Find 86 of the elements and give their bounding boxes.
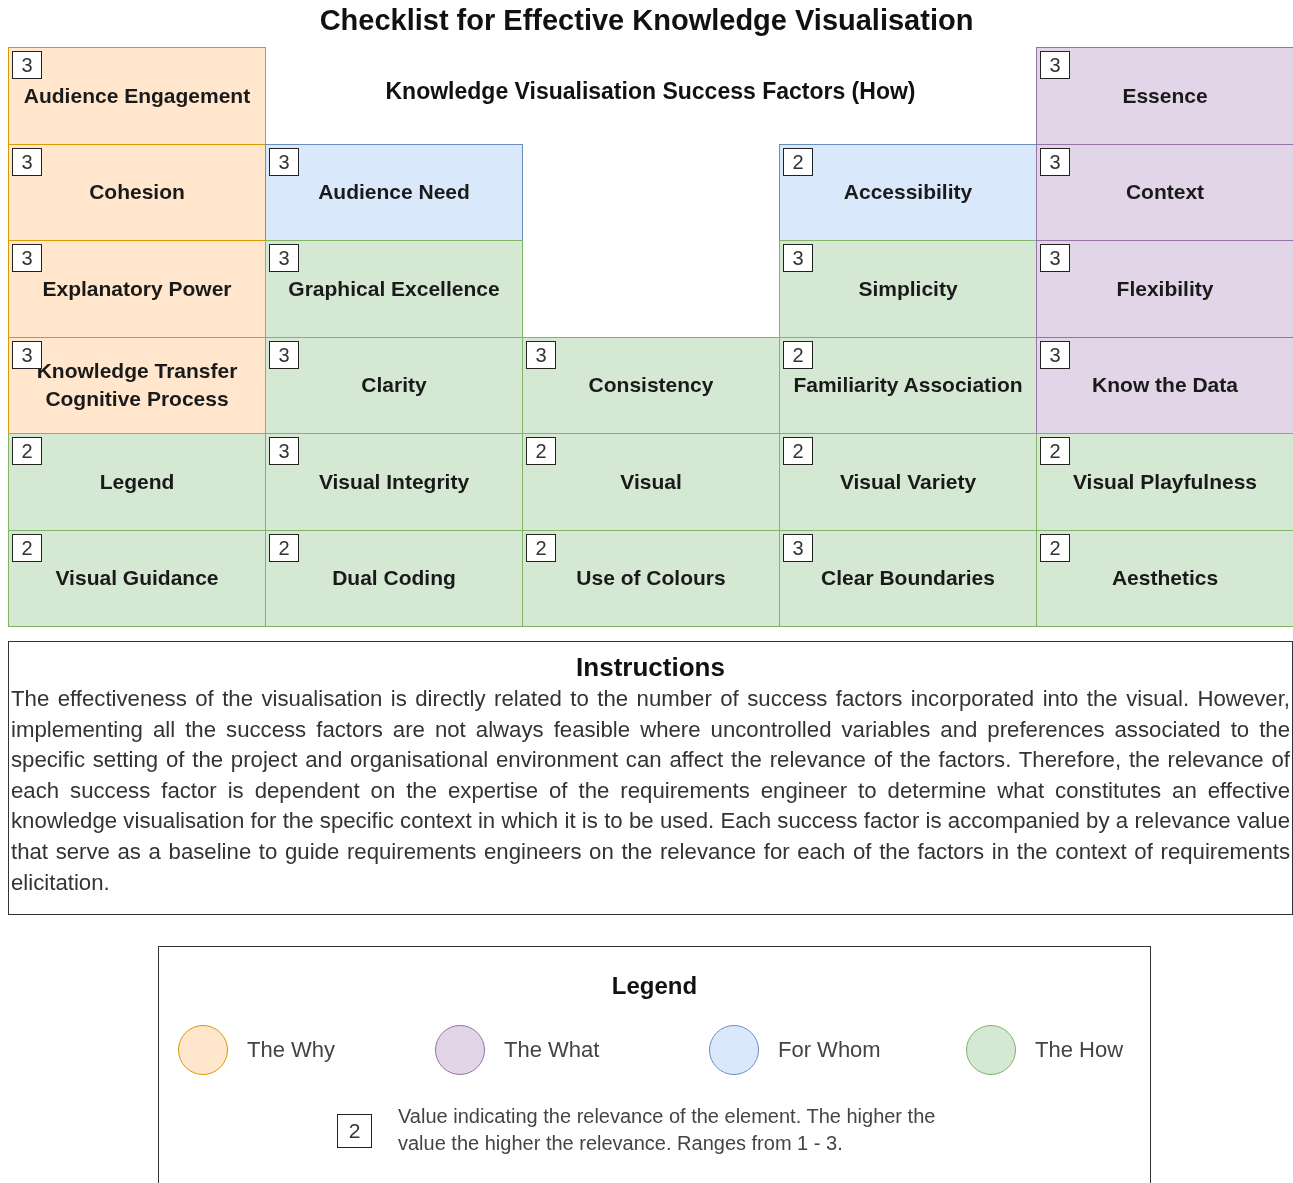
factor-cell (265, 529, 523, 627)
relevance-value: 3 (269, 147, 299, 176)
factor-name: Simplicity (857, 275, 959, 302)
factor-name: Familiarity Association (792, 372, 1024, 399)
legend-label: For Whom (778, 1037, 881, 1063)
factor-name: Essence (1121, 82, 1209, 109)
relevance-value: 2 (783, 147, 813, 176)
relevance-value: 3 (12, 51, 42, 79)
relevance-value: 3 (269, 244, 299, 272)
factor-cell (779, 143, 1037, 241)
factor-cell (265, 240, 523, 338)
factor-name: Legend (98, 468, 176, 495)
relevance-value: 3 (269, 340, 299, 369)
factor-cell (1036, 336, 1293, 434)
factor-cell (522, 433, 780, 531)
relevance-value: 2 (1040, 533, 1070, 562)
factor-cell (8, 433, 266, 531)
factor-name: Accessibility (842, 179, 974, 206)
relevance-value: 3 (12, 340, 42, 369)
instructions-panel (8, 641, 1293, 915)
legend-label: The How (1035, 1037, 1124, 1063)
factor-cell (1036, 433, 1293, 531)
factor-name: Know the Data (1091, 372, 1239, 399)
factor-name: Visual Playfulness (1071, 468, 1258, 495)
relevance-value: 2 (526, 437, 556, 465)
factor-cell (522, 529, 780, 627)
relevance-value: 2 (783, 437, 813, 465)
legend-description: Value indicating the relevance of the element. The higher the value the higher the relevance. Ranges from 1 - 3. (398, 1104, 937, 1156)
relevance-value: 2 (12, 437, 42, 465)
legend-label: The Why (247, 1037, 336, 1063)
relevance-value: 3 (12, 147, 42, 176)
relevance-value: 3 (1040, 340, 1070, 369)
factor-name: Visual Guidance (54, 565, 220, 592)
factor-name: Visual Variety (838, 468, 978, 495)
relevance-value: 2 (526, 533, 556, 562)
relevance-value: 3 (1040, 51, 1070, 79)
relevance-value: 2 (1040, 437, 1070, 465)
factor-name: Visual (619, 468, 683, 495)
factor-name: Clarity (360, 372, 428, 399)
factor-cell (265, 336, 523, 434)
factor-cell (8, 240, 266, 338)
factor-cell (8, 529, 266, 627)
relevance-value: 3 (12, 244, 42, 272)
factor-cell (8, 143, 266, 241)
factor-name: Context (1124, 179, 1206, 206)
factor-name: Graphical Excellence (287, 275, 501, 302)
relevance-value: 3 (783, 533, 813, 562)
factor-name: Dual Coding (331, 565, 457, 592)
factor-cell (1036, 529, 1293, 627)
factor-name: Audience Engagement (22, 82, 252, 109)
factor-cell (1036, 240, 1293, 338)
instructions-paragraph: The effectiveness of the visualisation is directly related to the number of success factors incorporated into the visual. However, implementing all the success factors are not always feasible where uncontrolled variables and preferences associated to the specific setting of the project and organisational environment can affect the relevance of the factors. Therefore, the relevance of each success factor is dependent on the expertise of the requirements engineer to determine what constitutes an effective knowledge visualisation for the specific context in which it is to be used. Each success factor is accompanied by a relevance value that serve as a baseline to guide requirements engineers on the relevance for each of the factors in the context of requirements elicitation. (11, 685, 1290, 897)
factor-cell (522, 336, 780, 434)
factor-name: Use of Colours (575, 565, 727, 592)
factor-cell (779, 529, 1037, 627)
factor-cell (779, 433, 1037, 531)
legend-heading: Legend (610, 972, 699, 1000)
factor-cell (8, 47, 266, 145)
factor-cell (265, 143, 523, 241)
relevance-value: 3 (1040, 244, 1070, 272)
factor-cell (8, 336, 266, 434)
relevance-value: 2 (12, 533, 42, 562)
instructions-heading: Instructions (576, 651, 725, 684)
factor-name: Visual Integrity (317, 468, 471, 495)
factor-cell (1036, 143, 1293, 241)
factor-cell (265, 433, 523, 531)
relevance-value: 3 (1040, 147, 1070, 176)
relevance-value: 2 (783, 340, 813, 369)
relevance-value: 3 (783, 244, 813, 272)
factor-name: Explanatory Power (41, 275, 233, 302)
factor-name: Consistency (587, 372, 715, 399)
factor-cell (779, 240, 1037, 338)
relevance-value: 3 (526, 340, 556, 369)
relevance-value-sample: 2 (337, 1114, 372, 1148)
relevance-value: 3 (269, 437, 299, 465)
section-heading: Knowledge Visualisation Success Factors (How) (384, 78, 917, 105)
diagram-title: Checklist for Effective Knowledge Visualisation (318, 4, 975, 37)
factor-cell (1036, 47, 1293, 145)
factor-name: Cohesion (88, 179, 186, 206)
factor-cell (779, 336, 1037, 434)
factor-name: Clear Boundaries (820, 565, 996, 592)
relevance-value: 2 (269, 533, 299, 562)
factor-name: Flexibility (1115, 275, 1215, 302)
factor-name: Audience Need (317, 179, 471, 206)
legend-label: The What (504, 1037, 600, 1063)
factor-name: Aesthetics (1110, 565, 1220, 592)
